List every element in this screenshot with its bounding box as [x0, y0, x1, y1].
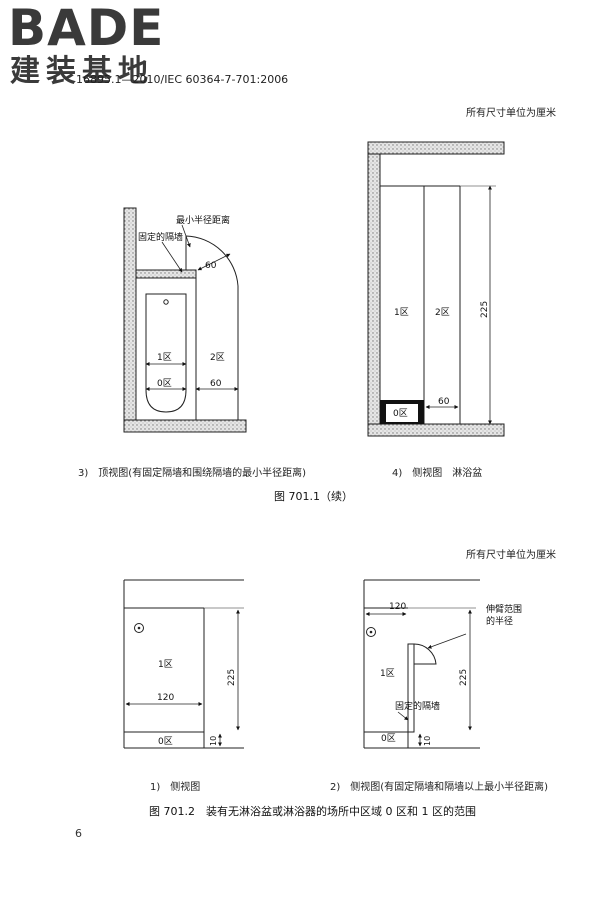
- label-zone-1: 1区: [380, 668, 395, 679]
- caption-top-view: 3) 顶视图(有固定隔墙和围绕隔墙的最小半径距离): [78, 468, 307, 479]
- dim-height-225: 225: [459, 669, 469, 686]
- dim-width-60: 60: [438, 397, 450, 407]
- label-zone-2: 2区: [210, 352, 225, 363]
- dim-small-10: 10: [423, 736, 432, 746]
- diagram-side-view-shower-tray: 1区 2区 0区 60 225: [367, 141, 505, 437]
- diagram-top-view-bathtub: 最小半径距离 固定的隔墙 60 1区 2区 0区 60: [123, 207, 247, 433]
- logo-chinese-text: 建装基地: [10, 54, 154, 89]
- label-min-radius: 最小半径距离: [176, 214, 230, 226]
- diagram-side-view-with-partition: 120 伸臂范围 的半径 1区 0区 固定的隔墙 225 10: [363, 579, 522, 749]
- dim-width-120: 120: [389, 602, 406, 612]
- page-number: 6: [75, 827, 82, 840]
- dim-height-225: 225: [227, 669, 237, 686]
- dim-radius-60: 60: [205, 261, 217, 271]
- label-zone-0: 0区: [393, 408, 408, 419]
- label-fixed-partition: 固定的隔墙: [138, 231, 183, 243]
- figure-701-1-title: 图 701.1（续）: [274, 490, 353, 503]
- label-fixed-partition: 固定的隔墙: [395, 700, 440, 712]
- label-arm-reach-line1: 伸臂范围: [486, 603, 522, 615]
- label-arm-reach-line2: 的半径: [486, 615, 513, 627]
- label-zone-1: 1区: [158, 659, 173, 670]
- dim-width-120: 120: [157, 693, 174, 703]
- label-zone-1: 1区: [157, 352, 172, 363]
- dim-width-60: 60: [210, 379, 222, 389]
- label-zone-0: 0区: [157, 378, 172, 389]
- units-note-2: 所有尺寸单位为厘米: [466, 550, 556, 561]
- diagram-side-view-no-partition: 1区 0区 120 225 10: [123, 579, 244, 749]
- standard-number: 16895.1—2010/IEC 60364-7-701:2006: [76, 73, 289, 86]
- figure-701-2-title: 图 701.2 装有无淋浴盆或淋浴器的场所中区域 0 区和 1 区的范围: [149, 805, 476, 818]
- caption-side-view: 1) 侧视图: [150, 782, 201, 793]
- bade-logo: BADE: [8, 0, 165, 57]
- label-zone-2: 2区: [435, 307, 450, 318]
- label-zone-0: 0区: [158, 736, 173, 747]
- label-zone-1: 1区: [394, 307, 409, 318]
- units-note-1: 所有尺寸单位为厘米: [466, 108, 556, 119]
- caption-side-view-partition: 2) 侧视图(有固定隔墙和隔墙以上最小半径距离): [330, 782, 549, 793]
- dim-small-10: 10: [209, 736, 218, 746]
- caption-side-view-shower: 4) 侧视图 淋浴盆: [392, 468, 483, 479]
- dim-height-225: 225: [480, 301, 490, 318]
- label-zone-0: 0区: [381, 733, 396, 744]
